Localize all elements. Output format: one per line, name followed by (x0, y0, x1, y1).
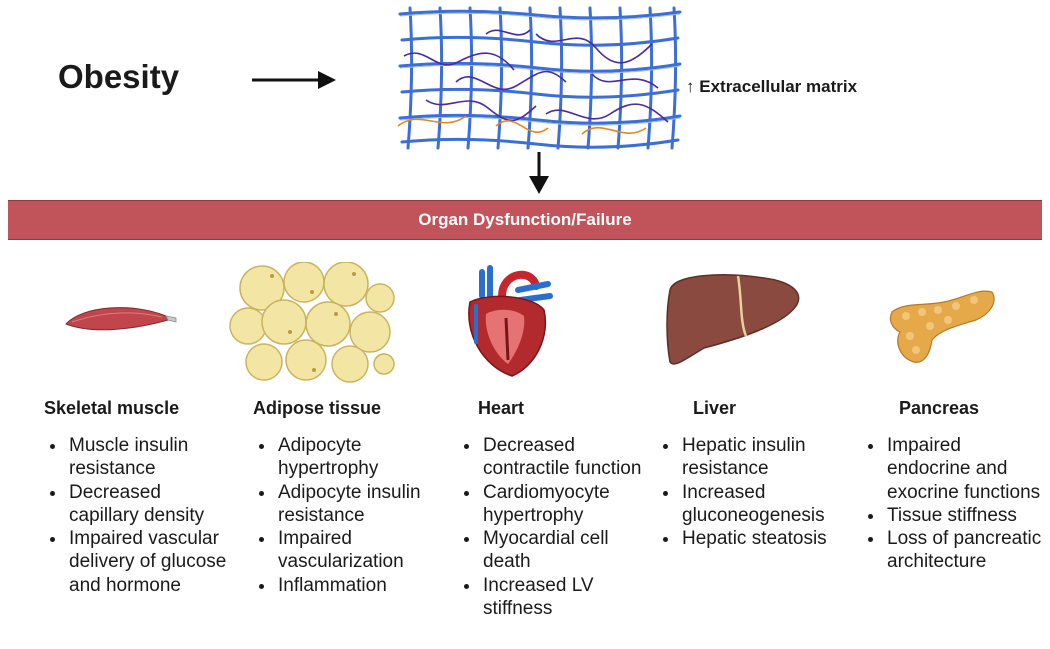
list-item: Hepatic insulin resistance (680, 434, 847, 481)
skeletal-muscle-icon (65, 307, 177, 331)
down-arrow-icon (529, 152, 549, 194)
organ-title: Pancreas (899, 398, 980, 418)
organ-column-skeletal-muscle: Skeletal muscle Muscle insulin resistanc… (44, 398, 234, 597)
effects-list: Hepatic insulin resistance Increased glu… (657, 434, 847, 550)
banner-text: Organ Dysfunction/Failure (418, 210, 632, 229)
list-item: Inflammation (276, 574, 443, 597)
list-item: Hepatic steatosis (680, 527, 847, 550)
up-arrow-icon: ↑ (686, 77, 695, 96)
list-item: Adipocyte hypertrophy (276, 434, 443, 481)
organ-dysfunction-banner: Organ Dysfunction/Failure (8, 200, 1042, 240)
organ-column-adipose-tissue: Adipose tissue Adipocyte hypertrophy Adi… (253, 398, 443, 597)
list-item: Loss of pancreatic architecture (885, 527, 1042, 574)
adipose-tissue-icon (229, 262, 395, 383)
list-item: Tissue stiffness (885, 504, 1042, 527)
heart-icon (468, 265, 553, 377)
list-item: Cardiomyocyte hypertrophy (481, 481, 648, 528)
pancreas-icon (889, 290, 995, 363)
effects-list: Muscle insulin resistance Decreased capi… (44, 434, 234, 597)
right-arrow-icon (252, 71, 336, 89)
liver-icon (666, 274, 800, 365)
list-item: Myocardial cell death (481, 527, 648, 574)
list-item: Decreased capillary density (67, 481, 234, 528)
list-item: Increased LV stiffness (481, 574, 648, 621)
list-item: Impaired endocrine and exocrine function… (885, 434, 1042, 504)
organ-title: Adipose tissue (253, 398, 382, 418)
organ-title: Heart (478, 398, 525, 418)
list-item: Impaired vascularization (276, 527, 443, 574)
ecm-label-text: Extracellular matrix (699, 77, 858, 96)
organ-column-pancreas: Pancreas Impaired endocrine and exocrine… (862, 398, 1042, 574)
list-item: Muscle insulin resistance (67, 434, 234, 481)
obesity-label: Obesity (58, 58, 180, 95)
organ-column-heart: Heart Decreased contractile function Car… (458, 398, 648, 620)
organ-column-liver: Liver Hepatic insulin resistance Increas… (657, 398, 847, 550)
list-item: Increased gluconeogenesis (680, 481, 847, 528)
extracellular-matrix-icon (397, 6, 682, 150)
organ-title: Skeletal muscle (44, 398, 180, 418)
effects-list: Impaired endocrine and exocrine function… (862, 434, 1042, 574)
list-item: Decreased contractile function (481, 434, 648, 481)
effects-list: Adipocyte hypertrophy Adipocyte insulin … (253, 434, 443, 597)
list-item: Impaired vascular delivery of glucose an… (67, 527, 234, 597)
organ-title: Liver (693, 398, 737, 418)
effects-list: Decreased contractile function Cardiomyo… (458, 434, 648, 620)
list-item: Adipocyte insulin resistance (276, 481, 443, 528)
extracellular-matrix-label: ↑ Extracellular matrix (686, 77, 857, 97)
